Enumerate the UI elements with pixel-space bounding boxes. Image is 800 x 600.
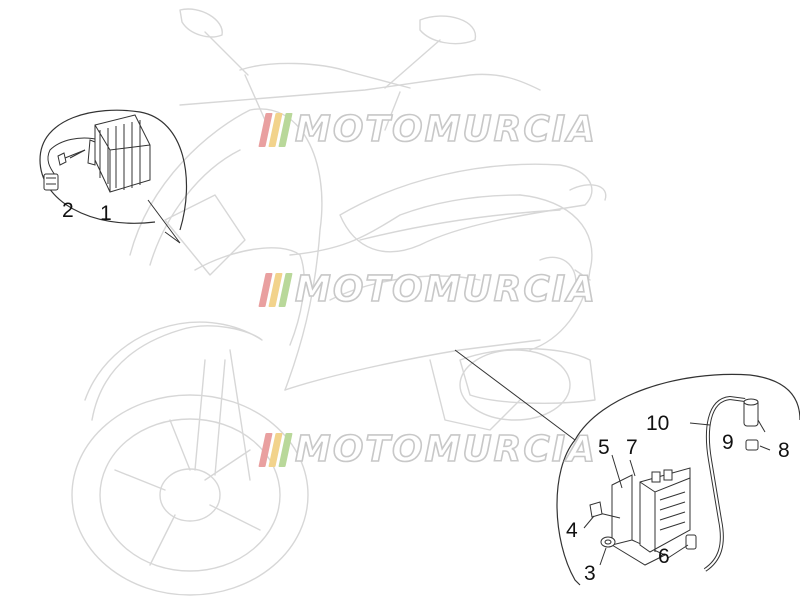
callout-5: 5	[598, 436, 610, 459]
callout-7: 7	[626, 436, 638, 459]
regulator-group	[43, 114, 151, 193]
callout-4: 4	[566, 519, 578, 542]
callout-6: 6	[658, 545, 670, 568]
leader-lines	[147, 199, 576, 441]
watermark-text: MOTOMURCIA	[294, 269, 598, 311]
inset-circles	[39, 109, 800, 586]
callout-3: 3	[584, 562, 596, 585]
callout-8: 8	[778, 439, 790, 462]
watermark: MOTOMURCIA	[258, 429, 598, 471]
control-unit-group	[583, 395, 771, 572]
callout-10: 10	[646, 412, 670, 435]
watermark-text: MOTOMURCIA	[294, 429, 598, 471]
watermark-text: MOTOMURCIA	[294, 109, 598, 151]
watermark: MOTOMURCIA	[258, 269, 598, 311]
callout-2: 2	[62, 199, 74, 222]
callout-1: 1	[100, 202, 112, 225]
callout-9: 9	[722, 431, 734, 454]
watermark: MOTOMURCIA	[258, 109, 598, 151]
